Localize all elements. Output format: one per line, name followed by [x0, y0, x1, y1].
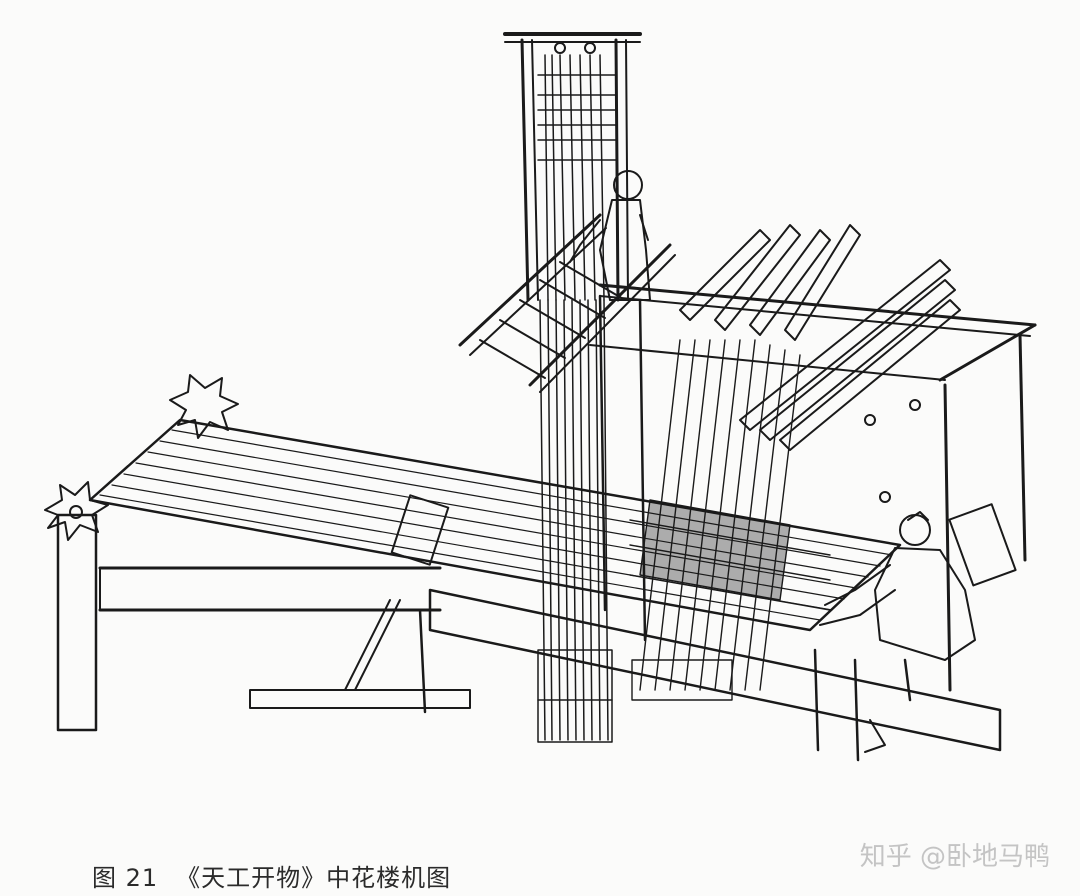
figure-title: 《天工开物》中花楼机图: [176, 864, 452, 892]
heddle-levers: [679, 224, 961, 503]
warp-beam-star-back: [169, 374, 239, 439]
heddle-cords: [629, 339, 831, 701]
loom-frame: [56, 283, 1037, 752]
draw-ladder: [458, 213, 676, 393]
warp-beam-star-left: [44, 481, 109, 541]
drawloom-illustration: [44, 32, 1037, 762]
figure-number: 图 21: [92, 864, 159, 892]
figure-caption: 图 21 《天工开物》中花楼机图: [92, 858, 451, 893]
watermark: 知乎 @卧地马鸭: [859, 842, 1050, 872]
draw-boy-figure: [569, 170, 651, 301]
draw-tower: [503, 32, 642, 302]
floor-supports: [418, 608, 912, 762]
warp-bed: [88, 418, 902, 632]
weaver-figure: [819, 503, 1017, 753]
